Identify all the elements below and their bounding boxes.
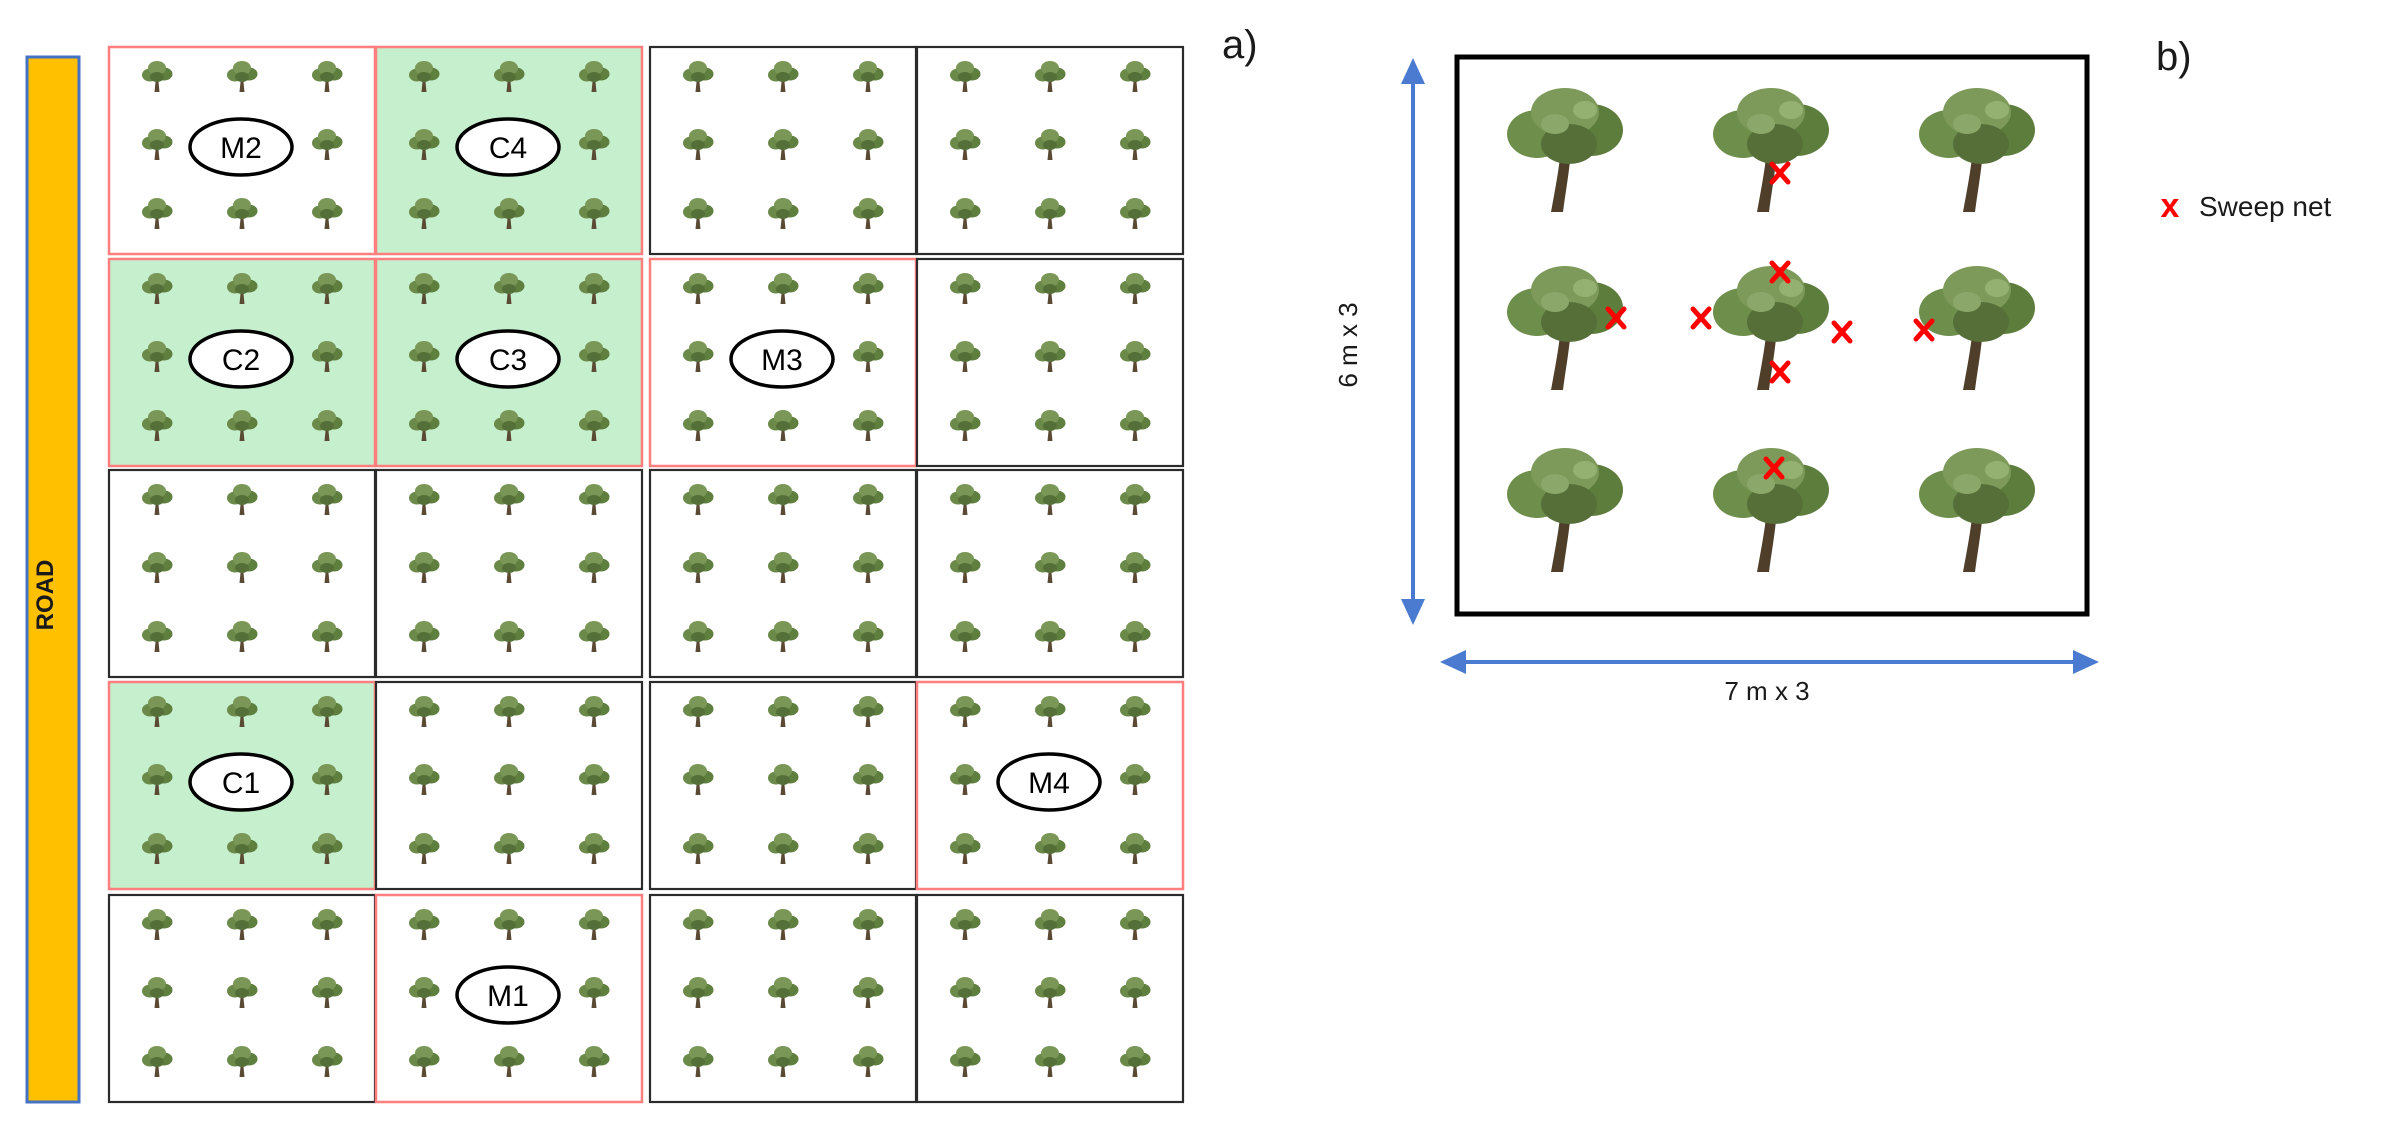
plot-code-oval [188,752,294,812]
plot-empty [915,893,1185,1104]
plot-empty [648,45,918,256]
plot-code-label: C3 [489,344,527,377]
plot-empty [374,680,644,891]
panel-a-label: a) [1222,23,1258,67]
plot-c2: C2 [107,257,377,468]
plot-code-label: M4 [1028,767,1070,800]
plot-code-oval [455,329,561,389]
horizontal-dimension-arrow [1440,650,2099,674]
legend-marker-icon: x [2161,187,2180,225]
plot-c4: C4 [374,45,644,256]
plot-empty [648,893,918,1104]
plot-empty [648,680,918,891]
plot-empty [915,45,1185,256]
plot-code-label: C4 [489,132,527,165]
plot-m3: M3 [648,257,918,468]
road-label: ROAD [32,560,59,631]
plot-code-oval [188,117,294,177]
plot-code-oval [729,329,835,389]
plot-code-label: M1 [487,980,529,1013]
vertical-dimension-label: 6 m x 3 [1333,302,1363,387]
vertical-dimension-arrow [1401,58,1425,625]
legend-label: Sweep net [2199,191,2332,222]
plot-code-label: C1 [222,767,260,800]
plot-code-label: M3 [761,344,803,377]
plot-code-oval [455,117,561,177]
horizontal-dimension-label: 7 m x 3 [1724,676,1809,706]
plot-m2: M2 [107,45,377,256]
plot-code-oval [188,329,294,389]
plot-m4: M4 [915,680,1185,891]
panel-b-label: b) [2156,35,2192,79]
plot-code-label: C2 [222,344,260,377]
plot-empty [915,257,1185,468]
plot-c1: C1 [107,680,377,891]
plot-c3: C3 [374,257,644,468]
plot-empty [648,468,918,679]
plot-empty [374,468,644,679]
plot-empty [915,468,1185,679]
plot-m1: M1 [374,893,644,1104]
plot-code-label: M2 [220,132,262,165]
panel-b: 6 m x 3 7 m x 3 b) x Sweep net [1333,35,2332,706]
plot-empty [107,893,377,1104]
legend: x Sweep net [2161,187,2332,225]
plot-code-oval [455,965,561,1025]
plot-empty [107,468,377,679]
plot-code-oval [996,752,1102,812]
road-strip [25,55,81,1104]
